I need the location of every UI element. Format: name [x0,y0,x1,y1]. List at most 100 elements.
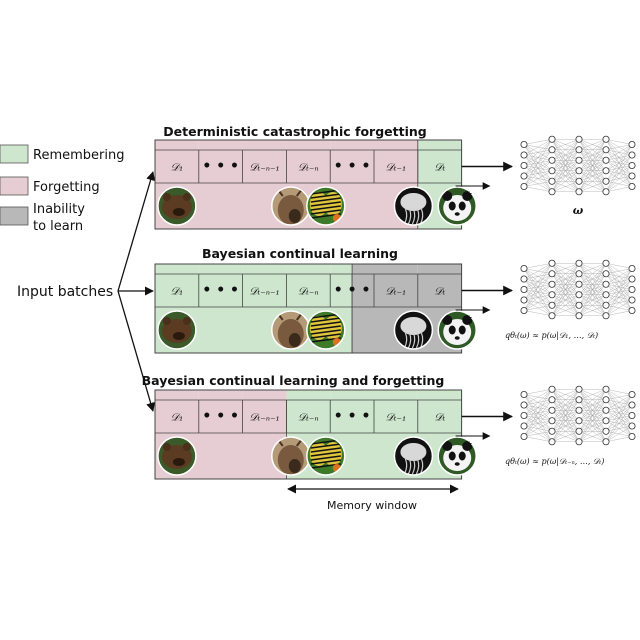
network-edge [523,263,553,269]
network-edge [523,139,553,166]
butterfly-photo [306,436,346,476]
network-edge [551,294,580,316]
network-edge [578,263,607,306]
photo-frame [393,186,434,226]
network-node [575,135,583,143]
cell-label-d1: 𝒟₁ [171,412,184,424]
network-node [520,172,528,180]
network-edge [523,170,553,187]
network-node [520,401,528,409]
network-node [628,275,636,283]
cell-background [374,390,418,433]
network-node [548,146,556,154]
network-edge [551,410,580,442]
network-edge [605,310,633,316]
cell-background [286,390,331,433]
network-edge [605,175,633,192]
network-edge [605,263,633,269]
cell-background [374,264,418,307]
cell-background [198,264,243,307]
network-node [575,167,583,175]
network-edge [523,263,553,280]
network-node [575,280,583,288]
cell-label-dt: 𝒟ₜ [434,412,445,424]
cell-label-dtn: 𝒟ₜ₋ₙ [298,162,319,174]
network-node [520,151,528,159]
legend-label-remembering: Remembering [33,148,124,163]
network-node [628,432,636,440]
photo-frame [437,436,477,476]
bear-photo [157,436,197,476]
network-node [520,432,528,440]
network-edge [578,294,607,316]
network-edge [551,389,580,411]
network-edge [605,394,633,411]
network-edge [551,389,580,400]
network-node [548,385,556,393]
network-node [628,161,636,169]
network-edge [523,263,553,311]
network-edges [523,139,633,192]
memory-window: Memory window [287,484,459,512]
network-edge [523,181,553,187]
network-edge [551,170,580,192]
network-node [548,301,556,309]
network-node [548,312,556,320]
input-batches-label: Input batches [17,284,113,300]
photo-frame [393,310,434,350]
panel-frame [154,263,463,354]
cell-label-d1: 𝒟₁ [171,286,184,298]
cell-label-dtn: 𝒟ₜ₋ₙ [298,286,319,298]
deer-photo [271,436,311,476]
cell-background [242,140,287,183]
network-edge [578,139,607,150]
network-node [602,135,610,143]
network-edge [605,415,633,442]
network-node [520,422,528,430]
network-edge [605,268,633,285]
network-edge [578,410,607,442]
network-edge [605,154,633,192]
network-edge [578,181,607,192]
jellyfish-photo [393,186,434,226]
network-edge [551,263,580,285]
ellipsis-label: • • • [202,283,239,299]
network-node [520,306,528,314]
network-edge [551,139,580,192]
network-node [548,406,556,414]
network-node [602,312,610,320]
network-edge [578,389,607,411]
network-edge [551,139,580,171]
network-edge [605,394,633,442]
panel-title-deterministic: Deterministic catastrophic forgetting [163,124,426,139]
time-label: t [468,189,473,202]
network-node [575,438,583,446]
network-node [602,417,610,425]
network-node [628,172,636,180]
network-edge [578,431,607,442]
network-node [602,406,610,414]
cell-label-dt1: 𝒟ₜ₋₁ [386,162,407,174]
network-edge [605,394,633,400]
panda-photo [437,310,477,350]
network-edge [523,389,553,437]
network-edge [605,436,633,442]
cell-background [242,264,287,307]
network-node [575,291,583,299]
network-edge [605,404,633,442]
network-edges [523,263,633,316]
panel-frame [154,389,463,480]
panel-bayesian-forgetting: Bayesian continual learning and forgetti… [142,373,636,480]
cell-background [330,140,374,183]
network-node [575,188,583,196]
cell-label-dtn: 𝒟ₜ₋ₙ [298,412,319,424]
network-edge [551,160,580,192]
deer-photo [271,310,311,350]
memory-window-label: Memory window [327,499,417,512]
network-edge [605,186,633,192]
cell-label-dt1: 𝒟ₜ₋₁ [386,286,407,298]
network-node [575,259,583,267]
network-edge [578,273,607,316]
network-node [520,264,528,272]
panel-bayesian: Bayesian continual learning 𝒟₁• • •𝒟ₜ₋ₙ₋… [154,246,636,354]
